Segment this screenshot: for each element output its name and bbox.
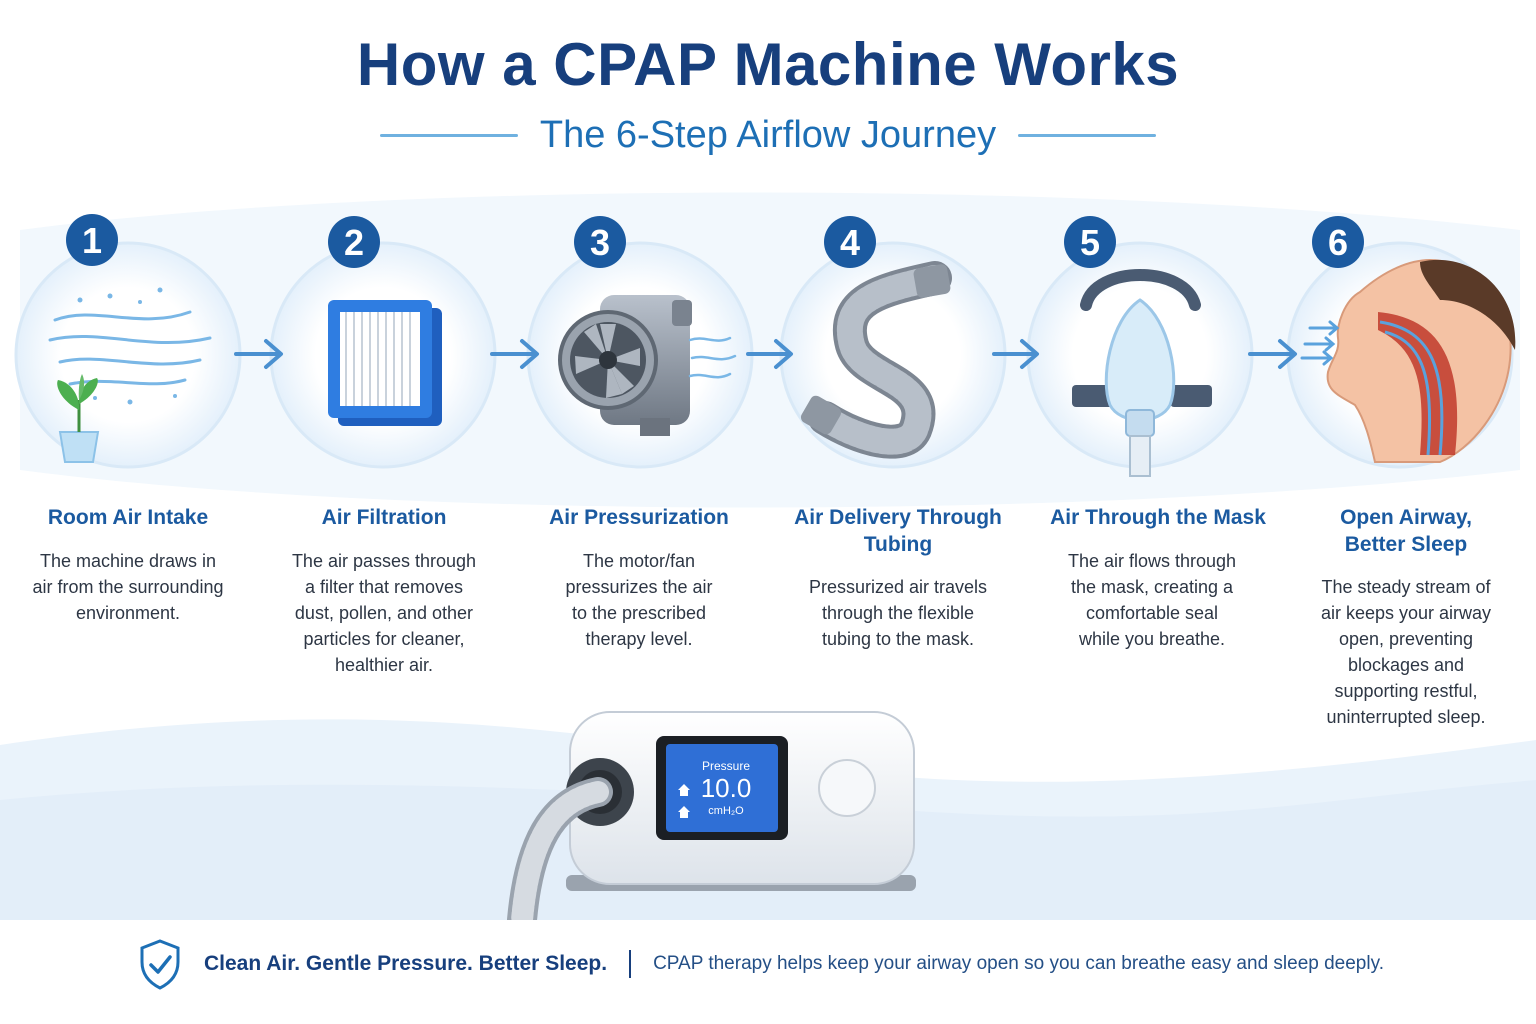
step-6-description: The steady stream of air keeps your airw… <box>1286 574 1526 730</box>
desc-line: comfortable seal <box>1085 603 1219 623</box>
step-1-badge: 1 <box>66 214 118 266</box>
desc-line: blockages and <box>1347 655 1465 675</box>
subtitle-row: The 6-Step Airflow Journey <box>0 110 1536 160</box>
step-5-badge: 5 <box>1064 216 1116 268</box>
step-5-number: 5 <box>1080 222 1100 263</box>
step-badges: 1 2 3 4 5 6 <box>66 214 1364 268</box>
control-dial[interactable] <box>818 759 876 817</box>
step-1-title-line: Room Air Intake <box>47 506 209 529</box>
desc-line: Pressurized air travels <box>808 577 988 597</box>
step-3-description: The motor/fan pressurizes the air to the… <box>519 548 759 652</box>
desc-line: The steady stream of <box>1321 577 1491 597</box>
desc-line: The machine draws in <box>39 551 217 571</box>
step-2-number: 2 <box>344 222 364 263</box>
footer-text: CPAP therapy helps keep your airway open… <box>653 953 1384 974</box>
desc-line: dust, pollen, and other <box>294 603 474 623</box>
room-air-icon <box>48 287 212 463</box>
flow-arrows <box>234 339 1297 369</box>
step-3-title-line: Air Pressurization <box>549 506 729 529</box>
step-5-title: Air Through the Mask <box>1028 504 1288 531</box>
desc-line: while you breathe. <box>1078 629 1226 649</box>
step-1-number: 1 <box>82 220 102 261</box>
subtitle-line-left <box>379 133 518 137</box>
subtitle-line-right <box>1018 133 1157 137</box>
home-icon <box>678 784 690 796</box>
step-4-number: 4 <box>840 222 860 263</box>
step-4-title-line: Air Delivery Through <box>794 506 1002 529</box>
tubing-icon <box>800 261 952 459</box>
desc-line: the mask, creating a <box>1070 577 1234 597</box>
step-6-title: Open Airway, Better Sleep <box>1286 504 1526 558</box>
mask-icon <box>1072 269 1212 477</box>
air-filter-icon <box>328 300 442 426</box>
step-6-title-line: Open Airway, <box>1340 506 1472 529</box>
desc-line: pressurizes the air <box>565 577 713 597</box>
step-3-badge: 3 <box>574 216 626 268</box>
page-subtitle: The 6-Step Airflow Journey <box>539 113 997 156</box>
desc-line: a filter that removes <box>304 577 464 597</box>
desc-line: therapy level. <box>585 629 693 649</box>
footer-content: Clean Air. Gentle Pressure. Better Sleep… <box>138 936 1384 992</box>
arrow-right-icon <box>1248 339 1297 369</box>
desc-line: particles for cleaner, <box>303 629 465 649</box>
step-3-title: Air Pressurization <box>519 504 759 531</box>
step-6-title-line: Better Sleep <box>1344 533 1468 556</box>
step-2-title: Air Filtration <box>264 504 504 531</box>
step-4-description: Pressurized air travels through the flex… <box>778 574 1018 652</box>
arrow-right-icon <box>992 339 1039 369</box>
motor-fan-icon <box>558 295 737 436</box>
screen-unit: cmH₂O <box>708 805 744 817</box>
footer-divider <box>629 950 632 978</box>
step-1-circle <box>14 241 242 469</box>
arrow-right-icon <box>746 339 793 369</box>
desc-line: tubing to the mask. <box>821 629 975 649</box>
desc-line: environment. <box>75 603 181 623</box>
shield-check-icon <box>140 939 180 990</box>
screen-label: Pressure <box>702 759 750 773</box>
desc-line: supporting restful, <box>1334 681 1478 701</box>
step-2-title-line: Air Filtration <box>321 506 447 529</box>
desc-line: uninterrupted sleep. <box>1326 707 1486 727</box>
page-title: How a CPAP Machine Works <box>356 31 1180 98</box>
footer-tagline: Clean Air. Gentle Pressure. Better Sleep… <box>204 952 608 975</box>
step-6-badge: 6 <box>1312 216 1364 268</box>
step-5-description: The air flows through the mask, creating… <box>1032 548 1272 652</box>
desc-line: to the prescribed <box>571 603 707 623</box>
step-3-number: 3 <box>590 222 610 263</box>
footer: Clean Air. Gentle Pressure. Better Sleep… <box>0 920 1536 1024</box>
step-1-title: Room Air Intake <box>8 504 248 531</box>
desc-line: open, preventing <box>1338 629 1474 649</box>
cpap-device: Pressure 10.0 cmH₂O <box>507 711 916 920</box>
step-2-badge: 2 <box>328 216 380 268</box>
face-airway-icon <box>1300 258 1516 463</box>
arrow-right-icon <box>234 339 283 369</box>
desc-line: through the flexible <box>821 603 975 623</box>
step-1-description: The machine draws in air from the surrou… <box>8 548 248 626</box>
desc-line: The motor/fan <box>582 551 696 571</box>
screen-value: 10.0 <box>701 773 752 803</box>
step-4-title-line: Tubing <box>863 533 933 556</box>
home-icon <box>678 806 690 818</box>
step-2-description: The air passes through a filter that rem… <box>264 548 504 678</box>
desc-line: air from the surrounding <box>32 577 224 597</box>
desc-line: air keeps your airway <box>1320 603 1492 623</box>
desc-line: healthier air. <box>334 655 434 675</box>
step-5-title-line: Air Through the Mask <box>1050 506 1266 529</box>
desc-line: The air flows through <box>1067 551 1237 571</box>
device-screen <box>666 744 778 832</box>
step-4-badge: 4 <box>824 216 876 268</box>
step-6-number: 6 <box>1328 222 1348 263</box>
desc-line: The air passes through <box>291 551 477 571</box>
arrow-right-icon <box>490 339 539 369</box>
step-4-title: Air Delivery Through Tubing <box>768 504 1028 558</box>
steps-illustrations: 1 2 3 4 5 6 <box>14 214 1516 477</box>
